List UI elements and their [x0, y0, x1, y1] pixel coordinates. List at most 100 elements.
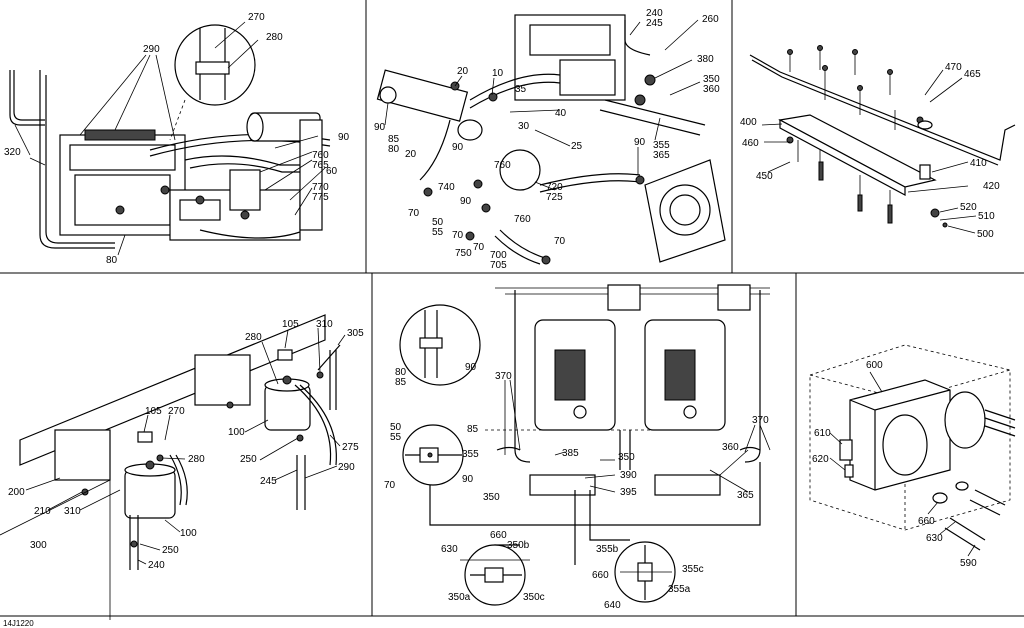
callout-55: 55 — [432, 227, 444, 238]
callout-200: 200 — [8, 487, 25, 498]
callout-85-b: 85 — [467, 424, 479, 435]
callout-700: 700 — [490, 250, 507, 261]
callout-365: 365 — [737, 490, 754, 501]
hose-detail-magnifier-bottom-left — [460, 544, 530, 606]
engine-block-drawing — [9, 70, 331, 249]
hose-routing-drawing — [429, 284, 770, 565]
callout-355c: 355c — [682, 564, 704, 575]
tank-leaders — [25, 327, 346, 565]
callout-290: 290 — [338, 462, 355, 473]
callout-90: 90 — [374, 122, 386, 133]
callout-400: 400 — [740, 117, 757, 128]
blower-drawing — [809, 344, 1016, 551]
callout-775: 775 — [312, 192, 329, 203]
blower-panel: 600 610 620 660 630 590 — [809, 344, 1016, 569]
plate-leaders — [761, 69, 977, 234]
callout-30: 30 — [518, 121, 530, 132]
callout-660-b: 660 — [592, 570, 609, 581]
callout-320: 320 — [4, 147, 21, 158]
callout-380: 380 — [697, 54, 714, 65]
callout-250: 250 — [240, 454, 257, 465]
callout-245: 245 — [646, 18, 663, 29]
hose-detail-magnifier-left — [402, 424, 464, 486]
callout-85: 85 — [388, 134, 400, 145]
callout-705: 705 — [490, 260, 507, 271]
callout-350c: 350c — [523, 592, 545, 603]
callout-240: 240 — [646, 8, 663, 19]
intercooler-leaders — [384, 19, 701, 191]
callout-80: 80 — [388, 144, 400, 155]
callout-280: 280 — [245, 332, 262, 343]
callout-270: 270 — [248, 12, 265, 23]
callout-350b: 350b — [507, 540, 530, 551]
callout-620: 620 — [812, 454, 829, 465]
callout-370-b: 370 — [752, 415, 769, 426]
callout-90-low: 90 — [460, 196, 472, 207]
callout-760: 760 — [494, 160, 511, 171]
callout-770: 770 — [312, 182, 329, 193]
hose-routing-callouts: 370 80 85 90 50 55 70 85 355 90 350 385 … — [384, 362, 769, 611]
callout-80: 80 — [106, 255, 118, 266]
bolts — [787, 45, 896, 224]
blower-callouts: 600 610 620 660 630 590 — [812, 360, 977, 569]
hose-routing-leaders — [504, 379, 771, 493]
callout-90: 90 — [338, 132, 350, 143]
callout-590: 590 — [960, 558, 977, 569]
callout-20: 20 — [457, 66, 469, 77]
callout-10: 10 — [492, 68, 504, 79]
engine-callouts: 270 280 290 320 90 760 765 60 770 775 80 — [4, 12, 350, 266]
callout-500: 500 — [977, 229, 994, 240]
callout-70: 70 — [384, 480, 396, 491]
callout-60: 60 — [326, 166, 338, 177]
callout-90: 90 — [465, 362, 477, 373]
engine-panel: 270 280 290 320 90 760 765 60 770 775 80 — [4, 12, 350, 266]
callout-350: 350 — [483, 492, 500, 503]
hose-detail-magnifier-top — [399, 304, 481, 386]
callout-50: 50 — [432, 217, 444, 228]
callout-50: 50 — [390, 422, 402, 433]
callout-80: 80 — [395, 367, 407, 378]
callout-765: 765 — [312, 160, 329, 171]
callout-630: 630 — [926, 533, 943, 544]
plate-callouts: 470 465 400 460 450 410 420 520 510 500 — [740, 62, 1000, 240]
drawing-code: 14J1220 — [3, 619, 34, 628]
intercooler-callouts: 240 245 260 380 350 360 355 365 20 10 35… — [374, 8, 720, 271]
callout-105-b: 105 — [145, 406, 162, 417]
callout-355b: 355b — [596, 544, 619, 555]
callout-600: 600 — [866, 360, 883, 371]
callout-350-b: 350 — [618, 452, 635, 463]
callout-25: 25 — [571, 141, 583, 152]
callout-70-c: 70 — [473, 242, 485, 253]
callout-20-lower: 20 — [405, 149, 417, 160]
callout-510: 510 — [978, 211, 995, 222]
tank-panel: 105 310 305 280 275 290 245 250 100 105 … — [0, 314, 364, 620]
callout-105: 105 — [282, 319, 299, 330]
callout-520: 520 — [960, 202, 977, 213]
callout-385: 385 — [562, 448, 579, 459]
callout-70-b: 70 — [452, 230, 464, 241]
callout-465: 465 — [964, 69, 981, 80]
callout-275: 275 — [342, 442, 359, 453]
callout-350: 350 — [703, 74, 720, 85]
callout-365: 365 — [653, 150, 670, 161]
callout-350a: 350a — [448, 592, 471, 603]
callout-290: 290 — [143, 44, 160, 55]
callout-420: 420 — [983, 181, 1000, 192]
callout-245: 245 — [260, 476, 277, 487]
callout-90-right: 90 — [634, 137, 646, 148]
callout-360: 360 — [722, 442, 739, 453]
callout-660: 660 — [490, 530, 507, 541]
callout-410: 410 — [970, 158, 987, 169]
callout-760-low: 760 — [514, 214, 531, 225]
tank-drawing — [0, 314, 341, 620]
callout-450: 450 — [756, 171, 773, 182]
tank-callouts: 105 310 305 280 275 290 245 250 100 105 … — [8, 319, 364, 571]
blower-leaders — [829, 371, 976, 557]
callout-310: 310 — [316, 319, 333, 330]
callout-460: 460 — [742, 138, 759, 149]
callout-355: 355 — [653, 140, 670, 151]
callout-640: 640 — [604, 600, 621, 611]
hose-detail-magnifier-bottom-right — [614, 541, 676, 603]
callout-610: 610 — [814, 428, 831, 439]
callout-630: 630 — [441, 544, 458, 555]
